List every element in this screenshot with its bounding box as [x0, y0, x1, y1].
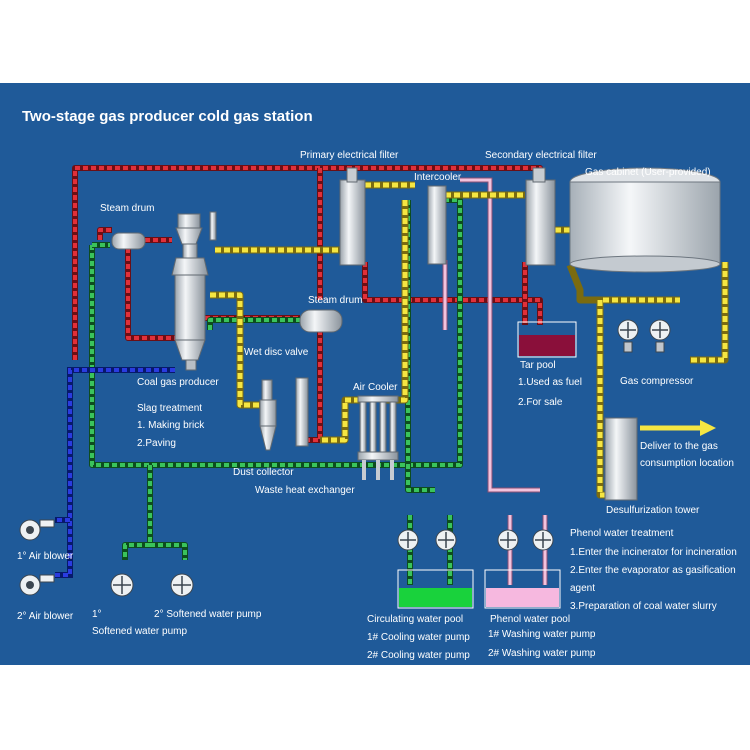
desulfurization-tower-label: Desulfurization tower: [606, 505, 700, 516]
gas-cabinet-label: Gas cabinet (User-provided): [585, 167, 711, 178]
secondary-electrical-filter: [525, 167, 556, 266]
gas-compressor-1-icon: [617, 319, 639, 353]
phenol-treatment-item-2: 2.Enter the evaporator as gasification: [570, 565, 736, 576]
secondary-filter-label: Secondary electrical filter: [485, 150, 597, 161]
coal-gas-producer-unit: [171, 211, 217, 371]
mid-steam-drum: [299, 309, 343, 333]
gas-cabinet: [569, 167, 721, 273]
air-cooler-unit: [357, 395, 399, 480]
washing-water-pump-1-icon: [497, 529, 519, 551]
intercooler-label: Intercooler: [414, 172, 462, 183]
tar-pool-tank: [517, 321, 577, 358]
tar-pool-label: Tar pool: [520, 360, 556, 371]
cooling-pump-1-label: 1# Cooling water pump: [367, 632, 470, 643]
cooling-pump-2-label: 2# Cooling water pump: [367, 650, 470, 661]
air-blower-1-icon: [19, 519, 55, 541]
circulating-pool-label: Circulating water pool: [367, 614, 464, 625]
cooling-water-pump-1-icon: [397, 529, 419, 551]
steam-drum-mid-label: Steam drum: [308, 295, 363, 306]
waste-heat-exchanger-unit: [295, 377, 309, 447]
waste-heat-exchanger-label: Waste heat exchanger: [255, 485, 355, 496]
gas-compressor-label: Gas compressor: [620, 376, 694, 387]
desulfurization-tower-unit: [604, 417, 638, 501]
washing-water-pump-2-icon: [532, 529, 554, 551]
deliver-line-2: consumption location: [640, 458, 734, 469]
steam-drum-top-label: Steam drum: [100, 203, 155, 214]
tar-pool-use-1: 1.Used as fuel: [518, 377, 582, 388]
coal-gas-producer-label: Coal gas producer: [137, 377, 219, 388]
softened-pump-1-label: 1°: [92, 609, 102, 620]
wet-disc-valve-label: Wet disc valve: [244, 347, 309, 358]
washing-pump-1-label: 1# Washing water pump: [488, 629, 596, 640]
slag-item-2: 2.Paving: [137, 438, 176, 449]
primary-filter-label: Primary electrical filter: [300, 150, 399, 161]
phenol-treatment-title: Phenol water treatment: [570, 528, 674, 539]
phenol-pool-label: Phenol water pool: [490, 614, 571, 625]
softened-pump-caption: Softened water pump: [92, 626, 188, 637]
air-blower-2-label: 2° Air blower: [17, 611, 74, 622]
primary-electrical-filter: [339, 167, 366, 266]
slag-treatment-label: Slag treatment: [137, 403, 203, 414]
cooling-water-pump-2-icon: [435, 529, 457, 551]
air-pipe: [55, 367, 175, 578]
phenol-treatment-item-2b: agent: [570, 583, 596, 594]
air-blower-2-icon: [19, 574, 55, 596]
dust-collector-unit: [259, 379, 277, 451]
diagram-title: Two-stage gas producer cold gas station: [22, 108, 313, 125]
dust-collector-label: Dust collector: [233, 467, 294, 478]
washing-pump-2-label: 2# Washing water pump: [488, 648, 596, 659]
gas-compressor-2-icon: [649, 319, 671, 353]
phenol-water-pool-tank: [484, 569, 561, 609]
softened-pump-2-label: 2° Softened water pump: [154, 609, 262, 620]
tar-pool-use-2: 2.For sale: [518, 397, 563, 408]
deliver-line-1: Deliver to the gas: [640, 441, 718, 452]
phenol-treatment-item-3: 3.Preparation of coal water slurry: [570, 601, 717, 612]
air-blower-1-label: 1° Air blower: [17, 551, 74, 562]
phenol-treatment-item-1: 1.Enter the incinerator for incineration: [570, 547, 737, 558]
intercooler: [427, 185, 447, 265]
air-cooler-label: Air Cooler: [353, 382, 398, 393]
slag-item-1: 1. Making brick: [137, 420, 205, 431]
top-steam-drum: [111, 232, 146, 250]
softened-water-pump-1-icon: [110, 573, 134, 597]
softened-water-pump-2-icon: [170, 573, 194, 597]
circulating-water-pool-tank: [397, 569, 474, 609]
